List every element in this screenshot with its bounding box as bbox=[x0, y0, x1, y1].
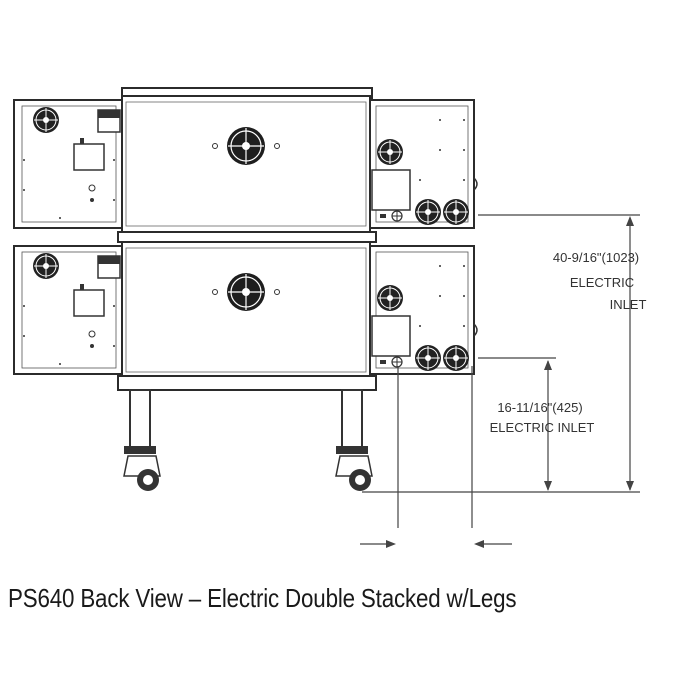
upper-inlet-label-line-2: INLET bbox=[610, 297, 647, 312]
figure-caption: PS640 Back View – Electric Double Stacke… bbox=[8, 583, 517, 613]
upper-inlet-dimension-value: 40-9/16"(1023) bbox=[553, 250, 639, 265]
base-rail bbox=[117, 375, 377, 391]
right-leg bbox=[335, 389, 373, 491]
oven-back-view-drawing: 40-9/16"(1023) ELECTRIC INLET 16-11/16"(… bbox=[0, 87, 647, 548]
upper-oven-unit bbox=[14, 96, 477, 232]
lower-inlet-dimension-value: 16-11/16"(425) bbox=[497, 400, 582, 415]
lower-oven-unit bbox=[14, 242, 477, 378]
stack-divider bbox=[117, 231, 377, 243]
dimension-arrowheads bbox=[386, 216, 634, 548]
upper-inlet-label-line-1: ELECTRIC bbox=[570, 275, 634, 290]
left-leg bbox=[123, 389, 161, 491]
dimension-lines bbox=[360, 214, 640, 545]
lower-inlet-label: ELECTRIC INLET bbox=[490, 420, 595, 435]
